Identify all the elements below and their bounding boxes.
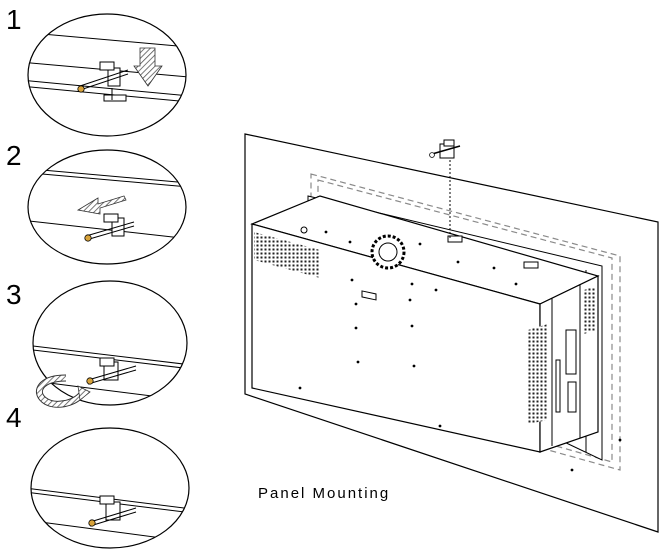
step-number-4: 4 [6, 402, 22, 433]
step-number-1: 1 [6, 4, 22, 35]
step-2-detail [27, 149, 187, 265]
step-number-3: 3 [6, 279, 22, 310]
screw-icon [86, 377, 94, 385]
arrow-left-icon [76, 195, 127, 215]
vent-grille [254, 232, 320, 278]
panel-cutout [317, 179, 613, 463]
screw-icon [88, 519, 96, 527]
step-3-detail [32, 280, 188, 408]
rotate-arrow-icon [36, 374, 91, 408]
panel-mounting-illustration [244, 133, 659, 533]
mounting-clip [79, 61, 129, 102]
screw-icon [77, 85, 85, 93]
step-4-detail [30, 427, 190, 549]
arrow-down-icon [133, 47, 163, 87]
step-number-2: 2 [6, 140, 22, 171]
mounting-clip [89, 495, 137, 527]
floating-mounting-clip [429, 139, 461, 240]
mounting-clip [87, 357, 137, 385]
mounting-clip [85, 213, 135, 241]
screw-icon [84, 234, 92, 242]
step-1-detail [27, 13, 187, 137]
diagram-caption: Panel Mounting [258, 485, 391, 502]
